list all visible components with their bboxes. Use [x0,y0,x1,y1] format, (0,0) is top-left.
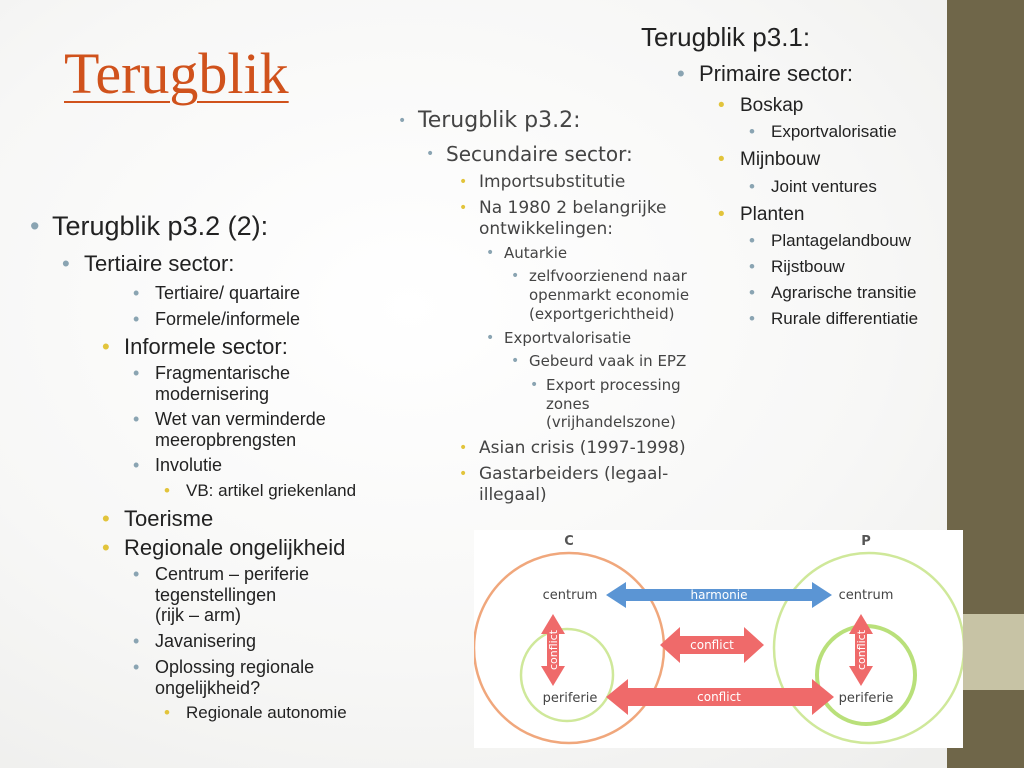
bullet-item: •Rijstbouw [749,257,845,276]
bullet-item-cont: illegaal) [479,485,547,505]
bullet-item: •Gebeurd vaak in EPZ [511,352,687,370]
bullet-item-cont: (exportgerichtheid) [529,305,675,323]
conflict-label-vertical-p: conflict [855,629,868,670]
bullet-item: •Export processing [530,376,681,394]
bullet-item: •Involutie [133,455,223,475]
slide-title: Terugblik [64,41,289,106]
bullet-item: •Centrum – periferie [133,564,310,584]
bullet-item-cont: (vrijhandelszone) [546,413,676,431]
conflict-arrow-vertical-p [849,614,873,686]
label-p: P [861,534,871,549]
bullet-item-cont: (rijk – arm) [155,605,241,625]
harmonie-label: harmonie [690,588,747,602]
bullet-item: •Rurale differentiatie [749,309,919,328]
conflict-label-lower: conflict [697,690,741,704]
bullet-item-cont: zones [546,395,590,413]
centrum-label-c: centrum [543,588,598,603]
centrum-periferie-diagram: C P harmonie conflict conflict conflict … [472,530,966,748]
bullet-item: •Terugblik p3.2: [398,108,581,133]
bullet-item: •Plantagelandbouw [749,231,911,250]
bullet-item: •Primaire sector: [677,61,854,86]
bullet-item: •Mijnbouw [718,149,821,170]
conflict-label-upper: conflict [690,638,734,652]
bullet-item: •Exportvalorisatie [749,122,897,141]
bullet-item: Terugblik p3.1: [641,22,811,52]
bullet-item: •Oplossing regionale [133,657,315,677]
bullet-item-cont: ontwikkelingen: [479,219,613,239]
bullet-item: •Planten [718,204,805,225]
circle-c-outer [472,551,666,745]
bullet-item: •Toerisme [102,506,214,531]
bullet-item: •Terugblik p3.2 (2): [30,211,269,241]
bullet-item-cont: modernisering [155,384,270,404]
bullet-item: •Na 1980 2 belangrijke [459,198,667,218]
diagram-svg: C P harmonie conflict conflict conflict … [472,534,966,745]
conflict-label-vertical-c: conflict [547,629,560,670]
bullet-item: •Joint ventures [749,177,877,196]
bullet-item: •Autarkie [486,244,568,262]
harmonie-arrow [606,582,832,608]
periferie-label-p: periferie [839,691,894,706]
label-c: C [564,534,574,549]
bullet-item-cont: ongelijkheid? [155,678,261,698]
conflict-arrow-vertical-c [541,614,565,686]
bullet-item: •Regionale ongelijkheid [102,535,346,560]
bullet-item: •Boskap [718,95,804,116]
bullet-item: •zelfvoorzienend naar [511,267,687,285]
bullet-item: •VB: artikel griekenland [164,481,357,500]
bullet-item: •Agrarische transitie [749,283,917,302]
conflict-arrow-upper [660,627,764,663]
conflict-arrow-lower [606,679,834,715]
bullet-item: •Javanisering [133,631,257,651]
bullet-item: •Gastarbeiders (legaal- [459,464,669,484]
periferie-label-c: periferie [543,691,598,706]
bullet-item-cont: tegenstellingen [155,585,277,605]
circle-p-outer [772,551,966,745]
bullet-item: •Exportvalorisatie [486,329,632,347]
bullet-item: •Formele/informele [133,309,301,329]
circle-c-inner [519,627,615,723]
centrum-label-p: centrum [839,588,894,603]
bullet-item: •Secundaire sector: [426,142,633,166]
bullet-item-cont: openmarkt economie [529,286,690,304]
bullet-item: •Tertiaire sector: [62,251,235,276]
bullet-item: •Regionale autonomie [164,703,347,722]
bullet-item: •Fragmentarische [133,363,291,383]
bullet-item-cont: meeropbrengsten [155,430,297,450]
bullet-item: •Importsubstitutie [459,172,626,192]
bullet-item: •Wet van verminderde [133,409,326,429]
bullet-item: •Tertiaire/ quartaire [133,283,301,303]
bullet-item: •Informele sector: [102,334,288,359]
bullet-item: •Asian crisis (1997-1998) [459,438,686,458]
